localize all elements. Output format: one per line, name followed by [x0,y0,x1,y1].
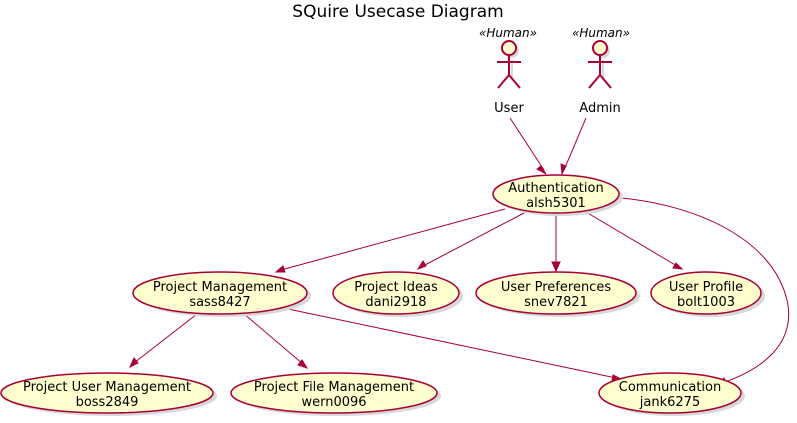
arrowhead-auth-up [551,261,561,273]
usecase-user-preferences-name: User Preferences [501,280,611,295]
usecase-user-preferences-id: snev7821 [524,295,588,310]
usecase-project-file-management: Project File Management wern0096 [230,372,441,416]
arrowhead-auth-prof [672,262,684,270]
relation-auth-pi [422,212,525,267]
relation-pm-pfm [242,312,304,365]
usecase-project-management-id: sass8427 [189,295,250,310]
usecase-authentication: Authentication alsh5301 [492,174,623,216]
arrowhead-pm-pum [128,357,139,369]
usecase-project-management-name: Project Management [153,280,287,295]
relation-pm-comm [287,308,617,379]
usecase-communication-id: jank6275 [639,395,700,410]
actor-admin-stereotype: «Human» [572,26,630,40]
diagram-title: SQuire Usecase Diagram [292,2,503,22]
usecase-project-user-management-name: Project User Management [23,380,191,395]
relation-admin-auth [563,117,587,171]
usecase-authentication-name: Authentication [508,181,603,196]
usecase-project-management: Project Management sass8427 [132,271,311,317]
usecase-user-profile: User Profile bolt1003 [650,271,765,317]
usecase-project-ideas-name: Project Ideas [354,280,438,295]
actor-user: «Human» User [479,26,537,116]
relations [128,117,790,386]
usecase-user-preferences: User Preferences snev7821 [475,271,640,317]
usecase-user-profile-id: bolt1003 [677,295,735,310]
arrowhead-pm-pfm [297,359,309,369]
usecase-communication: Communication jank6275 [598,372,745,416]
usecase-project-user-management-id: boss2849 [76,395,139,410]
arrowhead-auth-pm [274,265,286,273]
usecase-project-ideas-id: dani2918 [365,295,426,310]
usecase-project-ideas: Project Ideas dani2918 [332,271,463,317]
actor-admin: «Human» Admin [572,26,630,116]
usecase-project-file-management-id: wern0096 [301,395,366,410]
actor-user-icon [497,40,521,89]
arrowhead-admin-auth [560,163,567,176]
usecase-project-file-management-name: Project File Management [254,380,414,395]
relation-auth-pm [280,208,506,271]
relation-auth-prof [585,211,678,267]
usecase-user-profile-name: User Profile [669,280,743,295]
relation-auth-comm [620,197,790,384]
usecase-authentication-id: alsh5301 [526,196,586,211]
actor-user-stereotype: «Human» [479,26,537,40]
arrowhead-user-auth [536,165,547,175]
actor-user-label: User [494,101,524,116]
relation-pm-pum [133,313,198,364]
arrowhead-auth-pi [416,260,427,270]
usecase-project-user-management: Project User Management boss2849 [0,372,217,416]
actor-admin-label: Admin [579,101,620,116]
relation-user-auth [509,117,545,171]
actor-admin-icon [588,40,612,89]
usecase-communication-name: Communication [619,380,721,395]
